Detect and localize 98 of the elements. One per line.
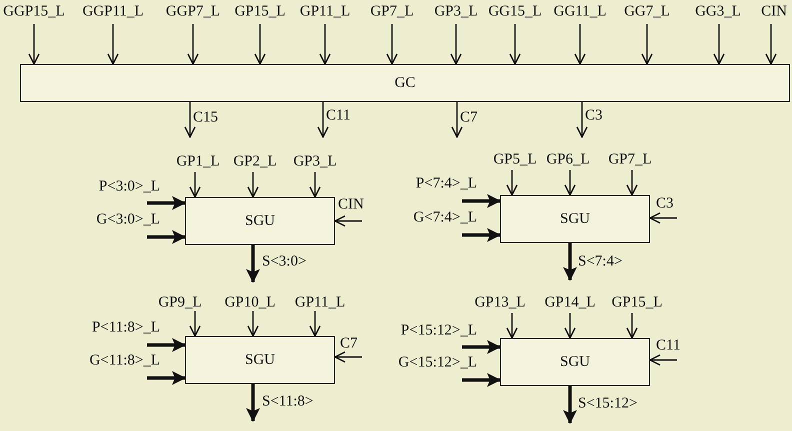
signal-label: GGP15_L — [3, 4, 65, 20]
signal-label: GP3_L — [434, 4, 478, 20]
signal-label: G<11:8>_L — [89, 354, 160, 368]
arrow — [509, 24, 521, 65]
signal-label: GP11_L — [294, 296, 346, 310]
arrow — [462, 373, 501, 387]
arrow — [317, 102, 329, 138]
signal-label: C11 — [656, 338, 680, 354]
arrow — [576, 102, 588, 138]
arrow — [564, 313, 576, 339]
arrow — [713, 24, 725, 65]
signal-label: GP6_L — [546, 152, 590, 168]
signal-label: GP15_L — [234, 4, 286, 20]
arrow — [246, 384, 260, 422]
block — [185, 197, 335, 245]
arrow — [563, 386, 577, 424]
signal-label: GG11_L — [554, 4, 606, 20]
block — [185, 336, 335, 384]
arrow — [450, 24, 462, 65]
arrow — [334, 351, 362, 363]
signal-label: GP14_L — [544, 296, 596, 310]
arrow — [386, 24, 398, 65]
arrow — [189, 311, 201, 337]
arrow — [247, 311, 259, 337]
arrow — [564, 170, 576, 196]
arrow — [147, 230, 186, 244]
block-label: SGU — [244, 352, 275, 368]
signal-label: C7 — [460, 110, 478, 126]
signal-label: GP10_L — [224, 296, 276, 310]
signal-label: G<15:12>_L — [398, 356, 477, 370]
signal-label: S<7:4> — [578, 254, 622, 270]
block-label: SGU — [560, 210, 590, 228]
arrow — [309, 172, 321, 198]
arrow — [319, 24, 331, 65]
arrow — [626, 170, 638, 196]
block — [20, 64, 790, 102]
signal-label: P<7:4>_L — [416, 176, 477, 192]
signal-label: GGP7_L — [166, 4, 220, 20]
arrow — [451, 102, 463, 138]
signal-label: CIN — [338, 198, 364, 212]
signal-label: C15 — [193, 110, 218, 126]
signal-label: P<15:12>_L — [400, 324, 477, 338]
signal-label: CIN — [761, 4, 787, 20]
arrow — [247, 172, 259, 198]
signal-label: GG7_L — [624, 4, 670, 20]
arrow — [28, 24, 40, 65]
signal-label: GP11_L — [300, 4, 350, 20]
signal-label: GP3_L — [293, 154, 337, 170]
block — [500, 195, 650, 243]
signal-label: GP5_L — [493, 152, 537, 168]
signal-label: GP2_L — [233, 154, 277, 170]
arrow — [334, 215, 362, 227]
arrow — [574, 24, 586, 65]
arrow — [506, 313, 518, 339]
signal-label: GP7_L — [370, 4, 414, 20]
block — [500, 338, 650, 386]
signal-label: GP7_L — [608, 152, 652, 168]
signal-label: C3 — [585, 108, 603, 124]
signal-label: C11 — [326, 108, 350, 124]
signal-label: G<7:4>_L — [413, 210, 477, 226]
signal-label: GP1_L — [176, 154, 220, 170]
arrow — [147, 196, 186, 210]
signal-label: P<11:8>_L — [92, 320, 160, 336]
arrow — [147, 338, 186, 352]
arrow — [563, 243, 577, 281]
arrow — [187, 24, 199, 65]
arrow — [649, 354, 677, 366]
arrow — [462, 340, 501, 354]
arrow — [765, 24, 777, 65]
block-label: GC — [394, 74, 416, 92]
arrow — [649, 212, 677, 224]
arrow — [107, 24, 119, 65]
arrow — [184, 102, 196, 138]
arrow — [641, 24, 653, 65]
signal-label: C3 — [656, 196, 674, 212]
signal-label: GP15_L — [612, 296, 662, 310]
signal-label: C7 — [340, 336, 358, 352]
block-label: SGU — [244, 212, 275, 230]
signal-label: GG3_L — [695, 4, 741, 20]
arrow — [506, 170, 518, 196]
signal-label: P<3:0>_L — [98, 180, 160, 194]
arrow — [626, 313, 638, 339]
signal-label: GP9_L — [158, 296, 202, 310]
arrow — [462, 228, 501, 242]
signal-label: GP13_L — [474, 296, 526, 310]
arrow — [246, 245, 260, 283]
signal-label: S<11:8> — [262, 394, 314, 410]
arrow — [189, 172, 201, 198]
signal-label: G<3:0>_L — [96, 212, 160, 228]
block-label: SGU — [560, 354, 590, 370]
signal-label: S<3:0> — [262, 254, 306, 270]
arrow — [462, 194, 501, 208]
arrow — [254, 24, 266, 65]
signal-label: GGP11_L — [82, 4, 144, 20]
arrow — [309, 311, 321, 337]
signal-label: GG15_L — [488, 4, 542, 20]
signal-label: S<15:12> — [578, 396, 638, 412]
arrow — [147, 371, 186, 385]
